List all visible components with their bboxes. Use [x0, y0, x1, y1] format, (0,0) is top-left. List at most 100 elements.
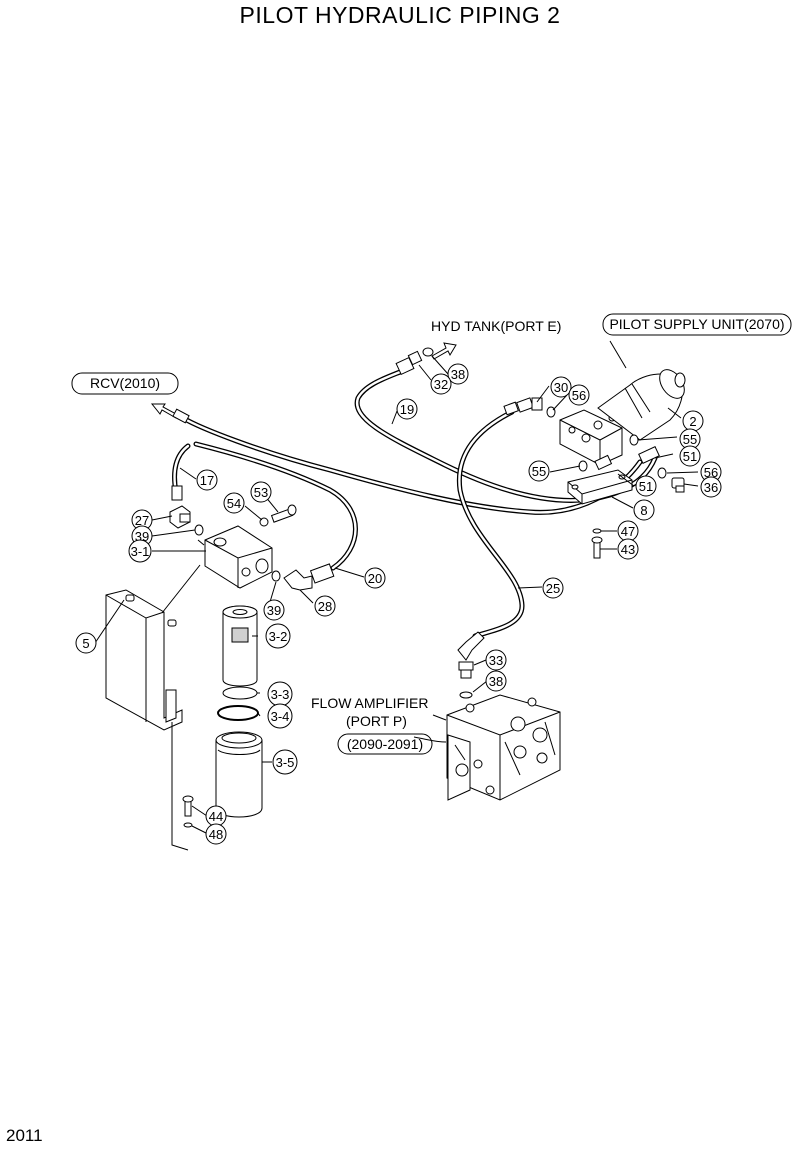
svg-text:(2090-2091): (2090-2091) [347, 736, 423, 752]
callout-3-1: 3-1 [128, 539, 152, 563]
fitting-17-end [171, 485, 183, 501]
flow-amplifier-port-label: (PORT P) [346, 713, 407, 729]
callout-55-top: 55 [679, 428, 701, 450]
svg-text:38: 38 [489, 674, 503, 689]
callout-43: 43 [617, 538, 639, 560]
callout-39-right: 39 [263, 599, 285, 621]
callout-2: 2 [682, 410, 704, 432]
svg-text:3-2: 3-2 [269, 629, 288, 644]
svg-text:48: 48 [209, 827, 223, 842]
callout-32: 32 [430, 373, 452, 395]
svg-text:33: 33 [489, 653, 503, 668]
filter-case-3-5 [215, 731, 263, 818]
hose-20 [193, 441, 358, 571]
svg-text:5: 5 [82, 636, 89, 651]
callout-36: 36 [700, 476, 722, 498]
svg-text:55: 55 [532, 464, 546, 479]
pilot-supply-unit-label: PILOT SUPPLY UNIT(2070) [602, 313, 792, 336]
flow-amplifier-code-label: (2090-2091) [337, 733, 433, 755]
bracket-5 [105, 589, 189, 851]
leader-lines [94, 340, 699, 834]
callout-17: 17 [196, 469, 218, 491]
svg-text:56: 56 [572, 388, 586, 403]
callout-28: 28 [314, 595, 336, 617]
o-ring-39-left [194, 524, 204, 536]
callout-3-5: 3-5 [272, 749, 298, 775]
flow-amplifier-valve [446, 694, 561, 801]
rcv-label: RCV(2010) [71, 372, 179, 395]
callout-44: 44 [205, 805, 227, 827]
svg-text:51: 51 [639, 479, 653, 494]
svg-text:55: 55 [683, 432, 697, 447]
callout-33: 33 [485, 649, 507, 671]
rcv-arrow [150, 403, 190, 424]
svg-text:17: 17 [200, 473, 214, 488]
page-title: PILOT HYDRAULIC PIPING 2 [239, 2, 561, 28]
callout-19: 19 [396, 398, 418, 420]
fitting-30 [503, 397, 543, 416]
filter-head-3-1 [204, 525, 273, 589]
svg-text:56: 56 [704, 465, 718, 480]
bolt-53 [270, 504, 297, 523]
o-ring-55-top [629, 434, 639, 446]
callout-53: 53 [250, 481, 272, 503]
svg-text:47: 47 [621, 524, 635, 539]
svg-text:8: 8 [640, 503, 647, 518]
fitting-51-left [594, 454, 613, 471]
callout-48: 48 [205, 823, 227, 845]
svg-text:3-5: 3-5 [276, 755, 295, 770]
callout-38-bottom: 38 [485, 670, 507, 692]
svg-text:36: 36 [704, 480, 718, 495]
o-ring-55-left [578, 460, 588, 472]
o-ring-3-4 [217, 705, 259, 721]
flow-amplifier-label: FLOW AMPLIFIER [311, 695, 428, 711]
svg-text:39: 39 [267, 603, 281, 618]
washer-48 [183, 822, 193, 828]
svg-text:43: 43 [621, 542, 635, 557]
callout-30: 30 [550, 376, 572, 398]
callout-55-left: 55 [528, 460, 550, 482]
callout-54: 54 [223, 492, 245, 514]
svg-text:RCV(2010): RCV(2010) [90, 375, 160, 391]
svg-text:3-1: 3-1 [131, 544, 150, 559]
callout-51-top: 51 [679, 445, 701, 467]
hyd-tank-arrow [431, 342, 457, 360]
o-ring-56-right [657, 467, 667, 479]
callout-56-right: 56 [700, 461, 722, 483]
svg-text:54: 54 [227, 496, 241, 511]
pilot-supply-unit [559, 369, 686, 505]
page-number: 2011 [6, 1126, 43, 1145]
fitting-51-right [638, 446, 660, 464]
svg-text:2: 2 [689, 414, 696, 429]
svg-text:3-4: 3-4 [271, 709, 290, 724]
callout-38-top: 38 [447, 363, 469, 385]
o-ring-38-bottom [459, 691, 473, 699]
o-ring-39-right [271, 570, 281, 582]
hose-25 [456, 409, 525, 639]
callout-25: 25 [542, 577, 564, 599]
callout-8: 8 [633, 499, 655, 521]
callout-56-top: 56 [568, 384, 590, 406]
hyd-tank-label: HYD TANK(PORT E) [431, 318, 561, 334]
fitting-27 [169, 505, 191, 529]
callout-47: 47 [617, 520, 639, 542]
svg-text:19: 19 [400, 402, 414, 417]
fitting-28 [283, 563, 335, 591]
svg-text:3-3: 3-3 [271, 687, 290, 702]
fitting-33 [458, 661, 474, 679]
callout-27: 27 [131, 509, 153, 531]
svg-text:28: 28 [318, 599, 332, 614]
callout-3-3: 3-3 [267, 681, 293, 707]
svg-text:44: 44 [209, 809, 223, 824]
hose-25-end [457, 631, 485, 661]
svg-text:32: 32 [434, 377, 448, 392]
bracket-8 [567, 469, 633, 505]
svg-text:27: 27 [135, 513, 149, 528]
fitting-32 [395, 350, 423, 376]
plug-36 [671, 477, 685, 493]
callout-20: 20 [364, 567, 386, 589]
svg-text:PILOT SUPPLY UNIT(2070): PILOT SUPPLY UNIT(2070) [609, 316, 784, 332]
o-ring-38-top [422, 347, 434, 357]
